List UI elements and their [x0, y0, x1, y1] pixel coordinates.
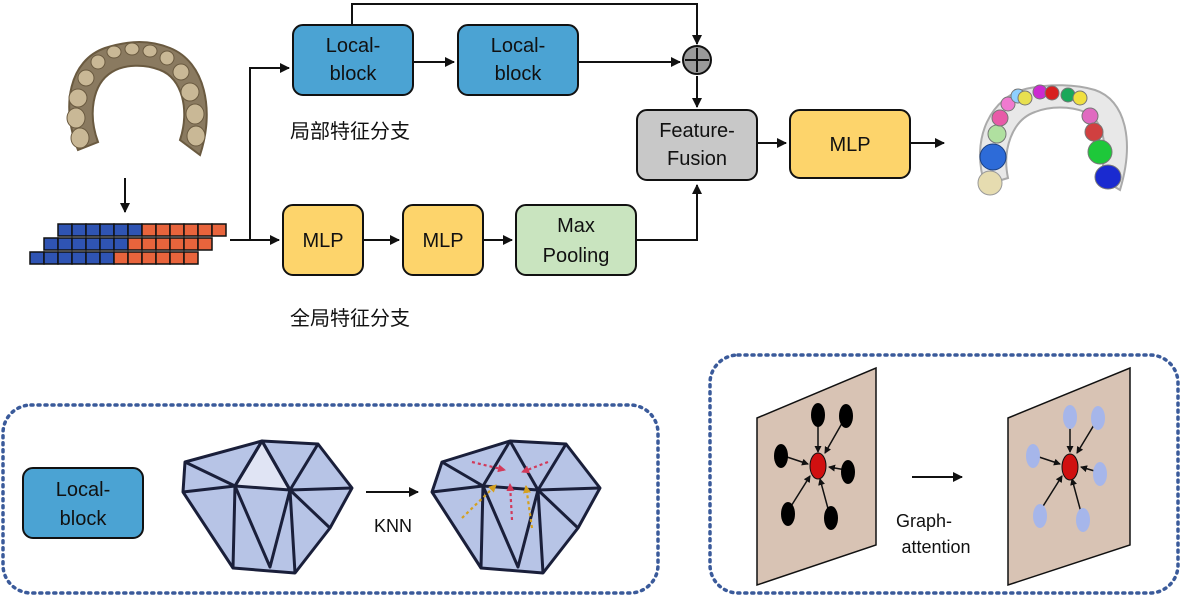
- max-pooling-line2: Pooling: [543, 245, 610, 267]
- local-block-2: Local- block: [457, 24, 579, 96]
- point-cell: [71, 237, 87, 251]
- mlp-output-box: MLP: [789, 109, 911, 179]
- graph-attention-legend-panel: [708, 353, 1180, 595]
- feature-fusion-line2: Fusion: [667, 148, 727, 170]
- mlp-2-label: MLP: [422, 230, 463, 252]
- point-cell: [85, 237, 101, 251]
- knn-label: KNN: [374, 516, 412, 536]
- knn-attention-arrows: [461, 460, 549, 529]
- local-block-2-line1: Local-: [491, 35, 545, 57]
- center-node-before: [809, 452, 827, 480]
- point-cell: [113, 223, 129, 237]
- global-branch-label: 全局特征分支: [290, 306, 410, 330]
- point-cell: [29, 251, 45, 265]
- point-cell: [113, 251, 129, 265]
- point-cell: [141, 251, 157, 265]
- point-cell: [43, 237, 59, 251]
- max-pooling-box: Max Pooling: [515, 204, 637, 276]
- point-cell: [197, 223, 213, 237]
- legend-local-block-line1: Local-: [56, 479, 110, 501]
- point-cell: [169, 223, 185, 237]
- point-cell: [85, 251, 101, 265]
- point-cell: [85, 223, 101, 237]
- point-cell: [127, 237, 143, 251]
- mlp-box-1: MLP: [282, 204, 364, 276]
- mesh-before-knn: [181, 439, 354, 575]
- point-cell: [141, 223, 157, 237]
- branch-connectors: [230, 3, 945, 245]
- local-block-1: Local- block: [292, 24, 414, 96]
- legend-local-block-line2: block: [60, 508, 108, 530]
- point-cell: [183, 251, 199, 265]
- point-cell: [183, 223, 199, 237]
- point-cell: [183, 237, 199, 251]
- point-cell: [99, 223, 115, 237]
- mlp-box-2: MLP: [402, 204, 484, 276]
- graph-nodes-after: [1026, 405, 1107, 532]
- local-block-legend-panel: [1, 403, 660, 595]
- feature-fusion-line1: Feature-: [659, 120, 735, 142]
- point-cell: [99, 251, 115, 265]
- point-cell: [211, 223, 227, 237]
- max-pooling-line1: Max: [557, 215, 595, 237]
- point-cell: [169, 251, 185, 265]
- center-node-after: [1061, 453, 1079, 481]
- point-cell: [155, 223, 171, 237]
- mlp-1-label: MLP: [302, 230, 343, 252]
- graph-nodes-before: [774, 403, 855, 530]
- input-jaw-image: [66, 41, 208, 157]
- point-cell: [57, 237, 73, 251]
- point-cell: [155, 237, 171, 251]
- graph-attention-line2: attention: [901, 537, 970, 557]
- point-cell: [43, 251, 59, 265]
- local-block-1-line1: Local-: [326, 35, 380, 57]
- sum-node: [682, 45, 712, 75]
- local-block-2-line2: block: [495, 63, 543, 85]
- point-cell: [155, 251, 171, 265]
- legend-local-block-box: Local- block: [22, 467, 144, 539]
- point-cell: [57, 223, 73, 237]
- point-cell: [127, 223, 143, 237]
- point-cell: [141, 237, 157, 251]
- graph-attention-line1: Graph-: [896, 511, 952, 531]
- point-cell: [169, 237, 185, 251]
- local-branch-label: 局部特征分支: [290, 119, 410, 143]
- point-cell: [127, 251, 143, 265]
- point-cell: [71, 251, 87, 265]
- point-cell: [99, 237, 115, 251]
- point-cloud-stack: [29, 223, 227, 265]
- mlp-out-label: MLP: [829, 134, 870, 156]
- point-cell: [57, 251, 73, 265]
- point-cell: [197, 237, 213, 251]
- output-segmented-jaw-image: [977, 84, 1128, 196]
- local-block-1-line2: block: [330, 63, 378, 85]
- mesh-after-knn: [430, 439, 602, 575]
- point-cell: [71, 223, 87, 237]
- point-cell: [113, 237, 129, 251]
- feature-fusion-box: Feature- Fusion: [636, 109, 758, 181]
